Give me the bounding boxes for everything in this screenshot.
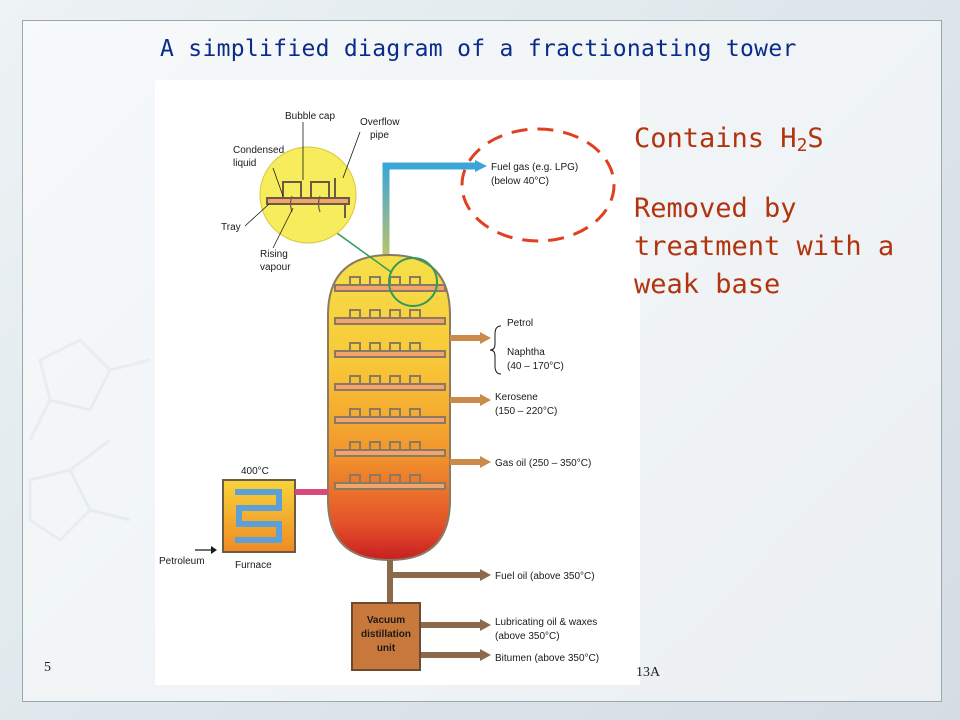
label-rising-2: vapour bbox=[260, 262, 291, 273]
label-kerosene-temp: (150 – 220°C) bbox=[495, 406, 557, 417]
label-furnace-temp: 400°C bbox=[241, 466, 269, 477]
label-fuel-gas-temp: (below 40°C) bbox=[491, 176, 549, 187]
label-tray: Tray bbox=[221, 222, 241, 233]
label-overflow-pipe-2: pipe bbox=[370, 130, 389, 141]
label-rising: Rising bbox=[260, 249, 288, 260]
slide-title: A simplified diagram of a fractionating … bbox=[160, 36, 797, 62]
label-lubricating-oil-temp: (above 350°C) bbox=[495, 631, 560, 642]
label-petrol: Petrol bbox=[507, 318, 533, 329]
label-overflow-pipe: Overflow bbox=[360, 117, 400, 128]
fuel-gas-arrow bbox=[475, 160, 487, 172]
label-lubricating-oil: Lubricating oil & waxes bbox=[495, 617, 597, 628]
fuel-gas-highlight bbox=[460, 127, 616, 243]
label-bubble-cap: Bubble cap bbox=[285, 111, 335, 122]
label-bitumen: Bitumen (above 350°C) bbox=[495, 653, 599, 664]
label-naphtha-temp: (40 – 170°C) bbox=[507, 361, 564, 372]
vacuum-distillation-unit bbox=[351, 602, 421, 671]
contains-h2s-prefix: Contains H bbox=[634, 123, 797, 154]
bubble-cap-inset bbox=[259, 146, 357, 244]
label-furnace: Furnace bbox=[235, 560, 272, 571]
fuel-gas-pipe bbox=[382, 162, 475, 295]
label-gas-oil: Gas oil (250 – 350°C) bbox=[495, 458, 591, 469]
contains-h2s-note: Contains H2S bbox=[634, 120, 934, 165]
page-number: 5 bbox=[44, 660, 51, 675]
removal-note: Removed by treatment with a weak base bbox=[634, 193, 895, 300]
label-naphtha: Naphtha bbox=[507, 347, 545, 358]
label-condensed-2: liquid bbox=[233, 158, 256, 169]
contains-h2s-subscript: 2 bbox=[796, 135, 808, 156]
label-vacuum-2: distillation bbox=[361, 629, 411, 640]
label-kerosene: Kerosene bbox=[495, 392, 538, 403]
label-vacuum-3: unit bbox=[377, 643, 396, 654]
label-condensed: Condensed bbox=[233, 145, 284, 156]
label-petroleum: Petroleum bbox=[159, 556, 205, 567]
label-fuel-gas: Fuel gas (e.g. LPG) bbox=[491, 162, 578, 173]
fractionating-tower-diagram: Bubble cap Overflow pipe Condensed liqui… bbox=[155, 80, 640, 685]
footer-code: 13A bbox=[636, 665, 661, 680]
tray-highlight-circle bbox=[388, 257, 438, 307]
label-vacuum-1: Vacuum bbox=[367, 615, 405, 626]
label-fuel-oil: Fuel oil (above 350°C) bbox=[495, 571, 595, 582]
contains-h2s-suffix: S bbox=[807, 123, 824, 154]
tower-body bbox=[327, 253, 451, 562]
